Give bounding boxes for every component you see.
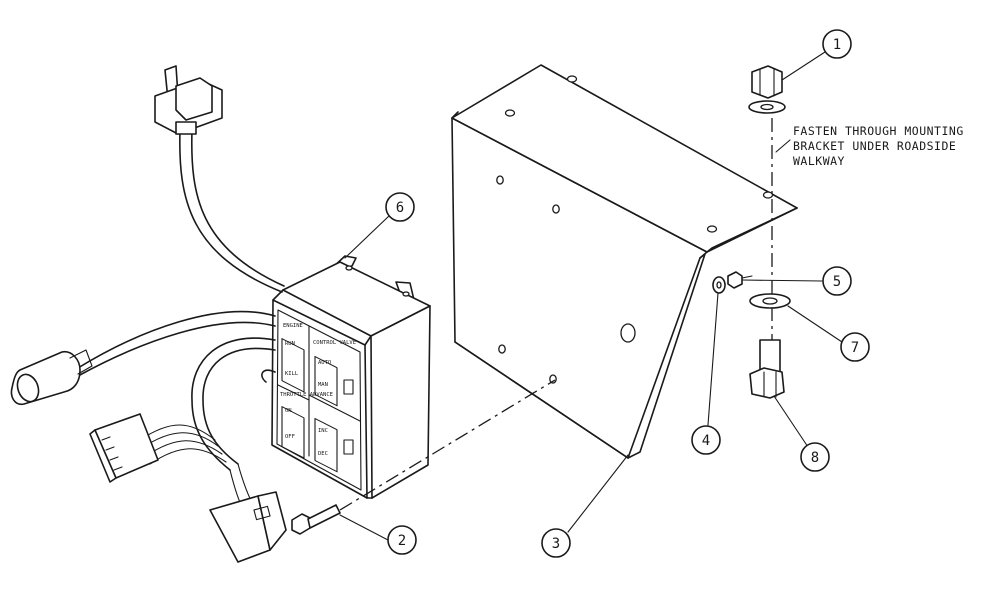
- label-engine: ENGINE: [283, 323, 303, 329]
- svg-text:5: 5: [833, 274, 841, 290]
- balloon-8: 8: [800, 442, 830, 472]
- multi-pin-plug: [89, 413, 159, 483]
- svg-text:2: 2: [398, 533, 406, 549]
- label-dec: DEC: [318, 451, 328, 457]
- note-line-2: BRACKET UNDER ROADSIDE: [793, 139, 956, 153]
- balloon-3: 3: [541, 528, 571, 558]
- svg-text:3: 3: [552, 536, 560, 552]
- small-nut: [727, 271, 743, 289]
- balloon-4: 4: [691, 425, 721, 455]
- screw: [291, 504, 341, 535]
- label-control-valve: CONTROL VALVE: [313, 340, 356, 346]
- label-run: RUN: [285, 341, 295, 347]
- svg-text:8: 8: [811, 450, 819, 466]
- svg-text:6: 6: [396, 200, 404, 216]
- washer-7-hole: [762, 297, 778, 305]
- label-auto: AUTO: [318, 360, 331, 366]
- balloon-7: 7: [840, 332, 870, 362]
- lock-washer-hole: [716, 281, 722, 289]
- balloon-6: 6: [385, 192, 415, 222]
- svg-text:4: 4: [702, 433, 710, 449]
- round-connector: [10, 349, 93, 406]
- relay: [154, 65, 223, 135]
- svg-text:1: 1: [833, 37, 841, 53]
- mounting-note: FASTEN THROUGH MOUNTING BRACKET UNDER RO…: [775, 124, 964, 168]
- label-on: ON: [285, 408, 292, 414]
- hex-nut: [751, 65, 783, 99]
- note-line-1: FASTEN THROUGH MOUNTING: [793, 124, 964, 138]
- balloon-2: 2: [387, 525, 417, 555]
- note-line-3: WALKWAY: [793, 154, 845, 168]
- cable-harness: [77, 129, 285, 513]
- control-box: [271, 255, 431, 499]
- screw-centerline: [339, 379, 556, 511]
- square-connector: [209, 491, 287, 563]
- label-off: OFF: [285, 434, 295, 440]
- mounting-bracket: [451, 64, 798, 459]
- balloon-5: 5: [822, 266, 852, 296]
- leader-lines: [339, 51, 843, 541]
- control-panel-labels: ENGINE RUN KILL CONTROL VALVE AUTO MAN T…: [280, 323, 356, 457]
- washer-top-hole: [760, 103, 774, 111]
- hex-bolt: [749, 339, 785, 399]
- label-kill: KILL: [285, 371, 299, 377]
- label-inc: INC: [318, 428, 328, 434]
- label-throttle-advance: THROTTLE ADVANCE: [280, 392, 333, 398]
- svg-text:7: 7: [851, 340, 859, 356]
- balloon-1: 1: [822, 29, 852, 59]
- label-man: MAN: [318, 382, 328, 388]
